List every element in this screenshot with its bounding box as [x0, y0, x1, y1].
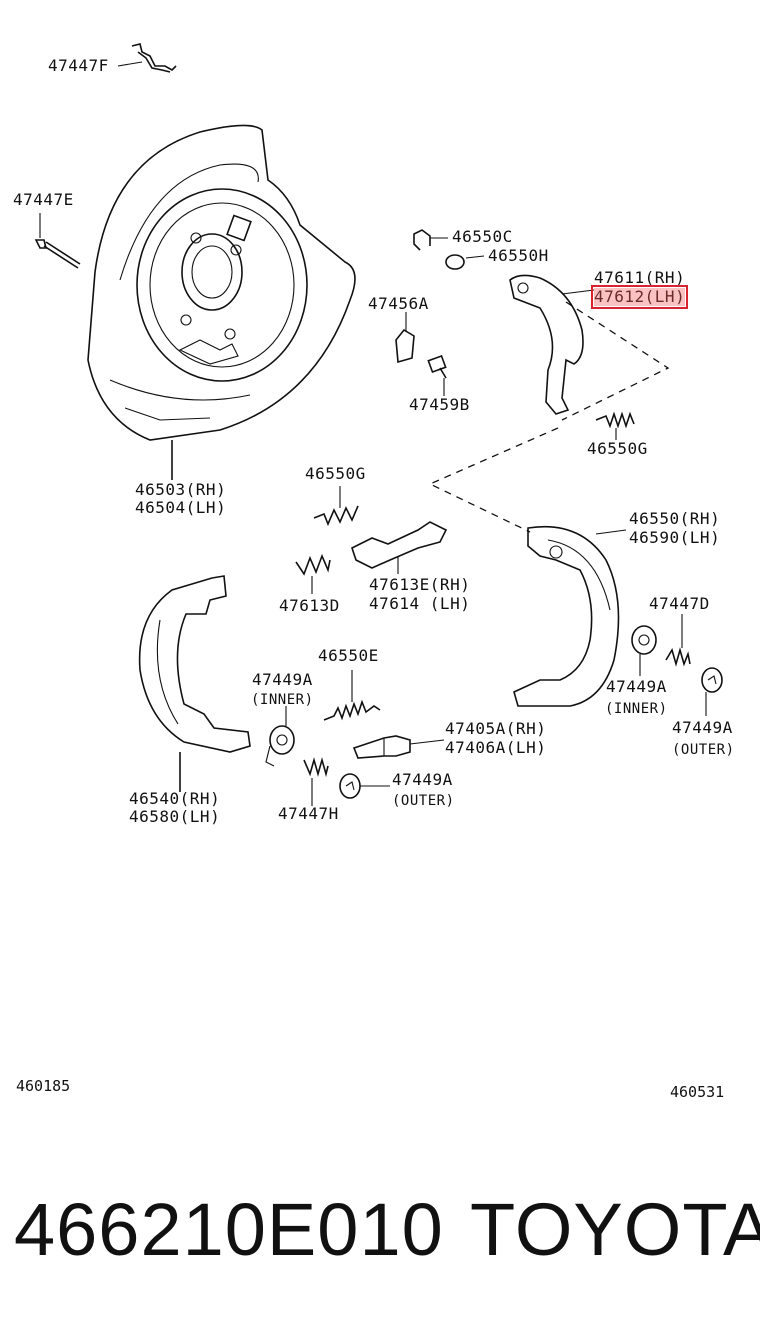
spring-47447D-drawing [665, 614, 691, 667]
strut-47613E-drawing [351, 521, 448, 569]
label-46590: 46590(LH) [629, 528, 721, 547]
label-46550E: 46550E [318, 646, 379, 665]
pin-47456A-drawing [395, 312, 415, 364]
label-47612-highlighted[interactable]: 47612(LH) [590, 285, 689, 309]
clip-47447F-drawing [117, 43, 177, 73]
spring-46550G-upper-drawing [595, 411, 635, 429]
label-47459B: 47459B [409, 395, 470, 414]
cam-47449A-inner-left-drawing [265, 706, 295, 767]
label-47614: 47614 (LH) [369, 594, 471, 613]
label-47447E: 47447E [13, 190, 74, 209]
label-47405A: 47405A(RH) [445, 719, 547, 738]
label-46503: 46503(RH) [135, 480, 227, 499]
label-47449A-inner-left: 47449A [252, 670, 313, 689]
adjuster-47405A-drawing [352, 735, 445, 759]
spring-46550G-mid-drawing [313, 505, 359, 527]
label-47449A-inner-right: 47449A [606, 677, 667, 696]
washer-47449A-outer-left-drawing [339, 773, 390, 799]
label-47449A-outer-right: 47449A [672, 718, 733, 737]
label-47447F: 47447F [48, 56, 109, 75]
label-outer-left: (OUTER) [392, 793, 455, 809]
label-47406A: 47406A(LH) [445, 738, 547, 757]
footer-part-number: 466210E010 [14, 1188, 444, 1271]
cam-47449A-inner-right-drawing [631, 625, 657, 676]
label-outer-right: (OUTER) [672, 742, 735, 758]
lever-47611-drawing [509, 274, 595, 415]
corner-code-right: 460531 [670, 1083, 725, 1101]
shoe-46540-drawing [138, 575, 251, 792]
label-46504: 46504(LH) [135, 498, 227, 517]
label-47447D: 47447D [649, 594, 710, 613]
bolt-47459B-drawing [427, 354, 447, 396]
label-47611: 47611(RH) [594, 268, 686, 287]
label-47447H: 47447H [278, 804, 339, 823]
spring-46550E-drawing [323, 699, 381, 721]
label-46550-rh: 46550(RH) [629, 509, 721, 528]
label-47456A: 47456A [368, 294, 429, 313]
guide-dash-lower [428, 427, 559, 533]
label-46550G-mid: 46550G [305, 464, 366, 483]
spring-47447H-drawing [303, 757, 329, 778]
diagram-drawing [34, 43, 723, 806]
shoe-46550-drawing [513, 525, 627, 707]
label-47613D: 47613D [279, 596, 340, 615]
label-46580: 46580(LH) [129, 807, 221, 826]
spring-47613D-drawing [295, 553, 331, 576]
label-47449A-outer-left: 47449A [392, 770, 453, 789]
clip-46550C-drawing [413, 229, 431, 251]
bolt-47447E-drawing [34, 213, 81, 269]
corner-code-left: 460185 [16, 1077, 71, 1095]
label-46550C: 46550C [452, 227, 513, 246]
label-inner-right: (INNER) [605, 701, 668, 717]
label-46540: 46540(RH) [129, 789, 221, 808]
label-47613E: 47613E(RH) [369, 575, 471, 594]
guide-dash-upper [561, 301, 670, 421]
footer-brand: TOYOTA [470, 1188, 760, 1271]
washer-46550H-drawing [445, 254, 465, 270]
washer-47449A-outer-right-drawing [701, 667, 723, 716]
label-46550H: 46550H [488, 246, 549, 265]
label-inner-left: (INNER) [251, 692, 314, 708]
backing-plate-drawing [87, 124, 356, 480]
label-46550G-upper: 46550G [587, 439, 648, 458]
parts-diagram: 47447F 47447E 46503(RH) 46504(LH) 46550C… [13, 43, 735, 1101]
